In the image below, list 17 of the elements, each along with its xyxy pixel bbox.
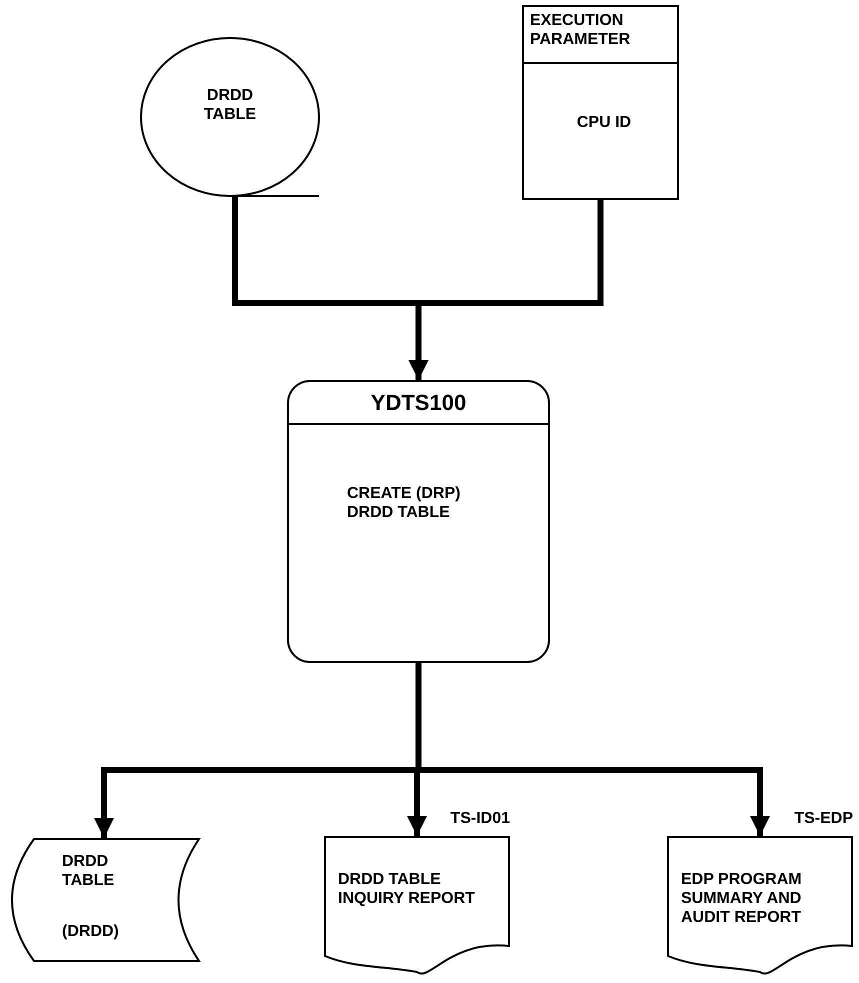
process-box — [287, 380, 550, 663]
tape-symbol — [140, 36, 320, 197]
document-shape — [324, 836, 510, 976]
storage-symbol — [12, 838, 200, 962]
report-title: EDP PROGRAM SUMMARY AND AUDIT REPORT — [681, 870, 803, 927]
store-label: DRDD TABLE — [202, 86, 258, 124]
process-description: CREATE (DRP) DRDD TABLE — [347, 484, 462, 522]
parameter-text: CPU ID — [576, 113, 632, 132]
report-code: TS-ID01 — [449, 809, 510, 828]
report-title: DRDD TABLE INQUIRY REPORT — [338, 870, 476, 908]
box-heading: EXECUTION PARAMETER — [530, 11, 632, 49]
parameter-box — [522, 5, 679, 200]
report-code: TS-EDP — [793, 809, 853, 828]
store-code: (DRDD) — [62, 922, 120, 941]
store-label: DRDD TABLE — [62, 852, 116, 890]
program-name: YDTS100 — [370, 390, 468, 415]
document-shape — [667, 836, 853, 976]
